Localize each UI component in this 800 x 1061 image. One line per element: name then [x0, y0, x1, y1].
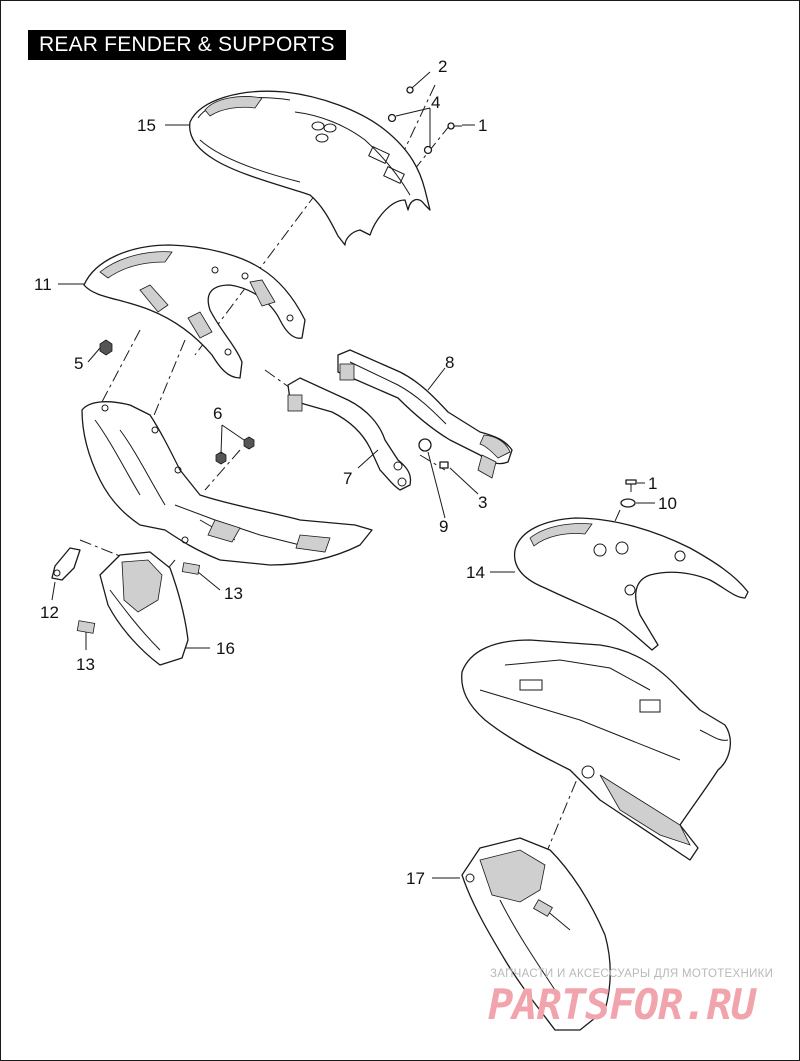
part-14-fender-cover: [513, 517, 749, 651]
callout-10: 10: [658, 494, 677, 513]
callout-4: 4: [431, 93, 440, 112]
part-13-pads: [76, 562, 201, 634]
callout-16: 16: [216, 639, 235, 658]
part-17-inner-fender: [461, 837, 611, 1031]
callout-numbers: 2 4 1 15 11 5 8 6 7 3 9 1 10 14 12 13 13…: [34, 57, 677, 888]
callout-14: 14: [466, 563, 485, 582]
callout-6: 6: [213, 404, 222, 423]
callout-12: 12: [40, 603, 59, 622]
callout-11: 11: [34, 275, 52, 294]
hardware-item-5: [99, 339, 113, 356]
callout-9: 9: [439, 517, 448, 536]
callout-17: 17: [406, 869, 425, 888]
page-title: REAR FENDER & SUPPORTS: [28, 30, 346, 60]
callout-7: 7: [343, 469, 352, 488]
callout-5: 5: [74, 354, 83, 373]
watermark-brand: PARTSFOR.RU: [488, 980, 756, 1029]
callout-1-right: 1: [648, 474, 657, 493]
callout-15: 15: [137, 116, 156, 135]
hardware-items-3-9: [418, 438, 449, 469]
hardware-items-1-10: [620, 479, 637, 508]
hardware-items-1-2-4: [387, 86, 462, 155]
watermark-subtitle: ЗАПЧАСТИ И АКСЕССУАРЫ ДЛЯ МОТОТЕХНИКИ: [490, 968, 774, 980]
part-8-support-rail: [337, 349, 513, 479]
part-7-support-rail: [287, 377, 412, 491]
part-16-inner-fender: [99, 551, 189, 666]
part-11-fender-support: [83, 244, 306, 379]
callout-1: 1: [478, 116, 487, 135]
part-12-bracket: [51, 547, 81, 581]
callout-13-lower: 13: [76, 655, 95, 674]
hardware-item-6: [215, 436, 255, 465]
callout-2: 2: [438, 57, 447, 76]
callout-3: 3: [478, 493, 487, 512]
callout-8: 8: [445, 353, 454, 372]
rear-fender-undertray: [81, 401, 373, 566]
part-15-rear-fender-upper: [189, 90, 431, 246]
callout-13-upper: 13: [224, 584, 243, 603]
callout-leaders: [51, 71, 655, 879]
rear-frame-reference: [461, 639, 731, 861]
